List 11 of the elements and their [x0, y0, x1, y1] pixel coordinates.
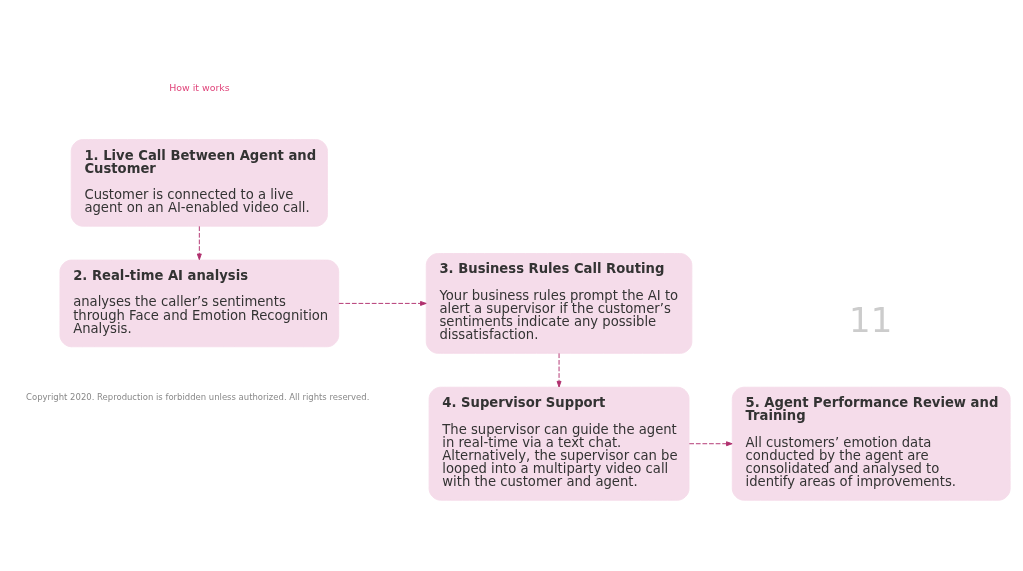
node-box: 5. Agent Performance Review and Training All customers’ emotion data conducted by the agent are consolidated and analysed to identify areas of improvements. — [731, 386, 1011, 501]
node-box: 4. Supervisor Support The supervisor can guide the agent in real-time via a text chat. Alternatively, the supervisor can be looped into a multiparty video call with the customer and agent. — [428, 386, 690, 501]
arrow — [196, 225, 202, 260]
node-box: 3. Business Rules Call Routing Your business rules prompt the AI to alert a supervisor if the customer’s sentiments indicate any possible dissatisfaction. — [425, 252, 693, 354]
arrow — [338, 300, 427, 306]
arrow — [688, 440, 733, 446]
label: Copyright 2020. Reproduction is forbidden unless authorized. All rights reserved. — [26, 391, 370, 402]
arrow — [556, 352, 562, 387]
label: How it works — [169, 81, 230, 93]
node-box: 1. Live Call Between Agent and Customer Customer is connected to a live agent on an AI-enabled video call. — [70, 138, 328, 227]
node-box: 2. Real-time AI analysis analyses the caller’s sentiments through Face and Emotion Recognition Analysis. — [59, 259, 340, 347]
